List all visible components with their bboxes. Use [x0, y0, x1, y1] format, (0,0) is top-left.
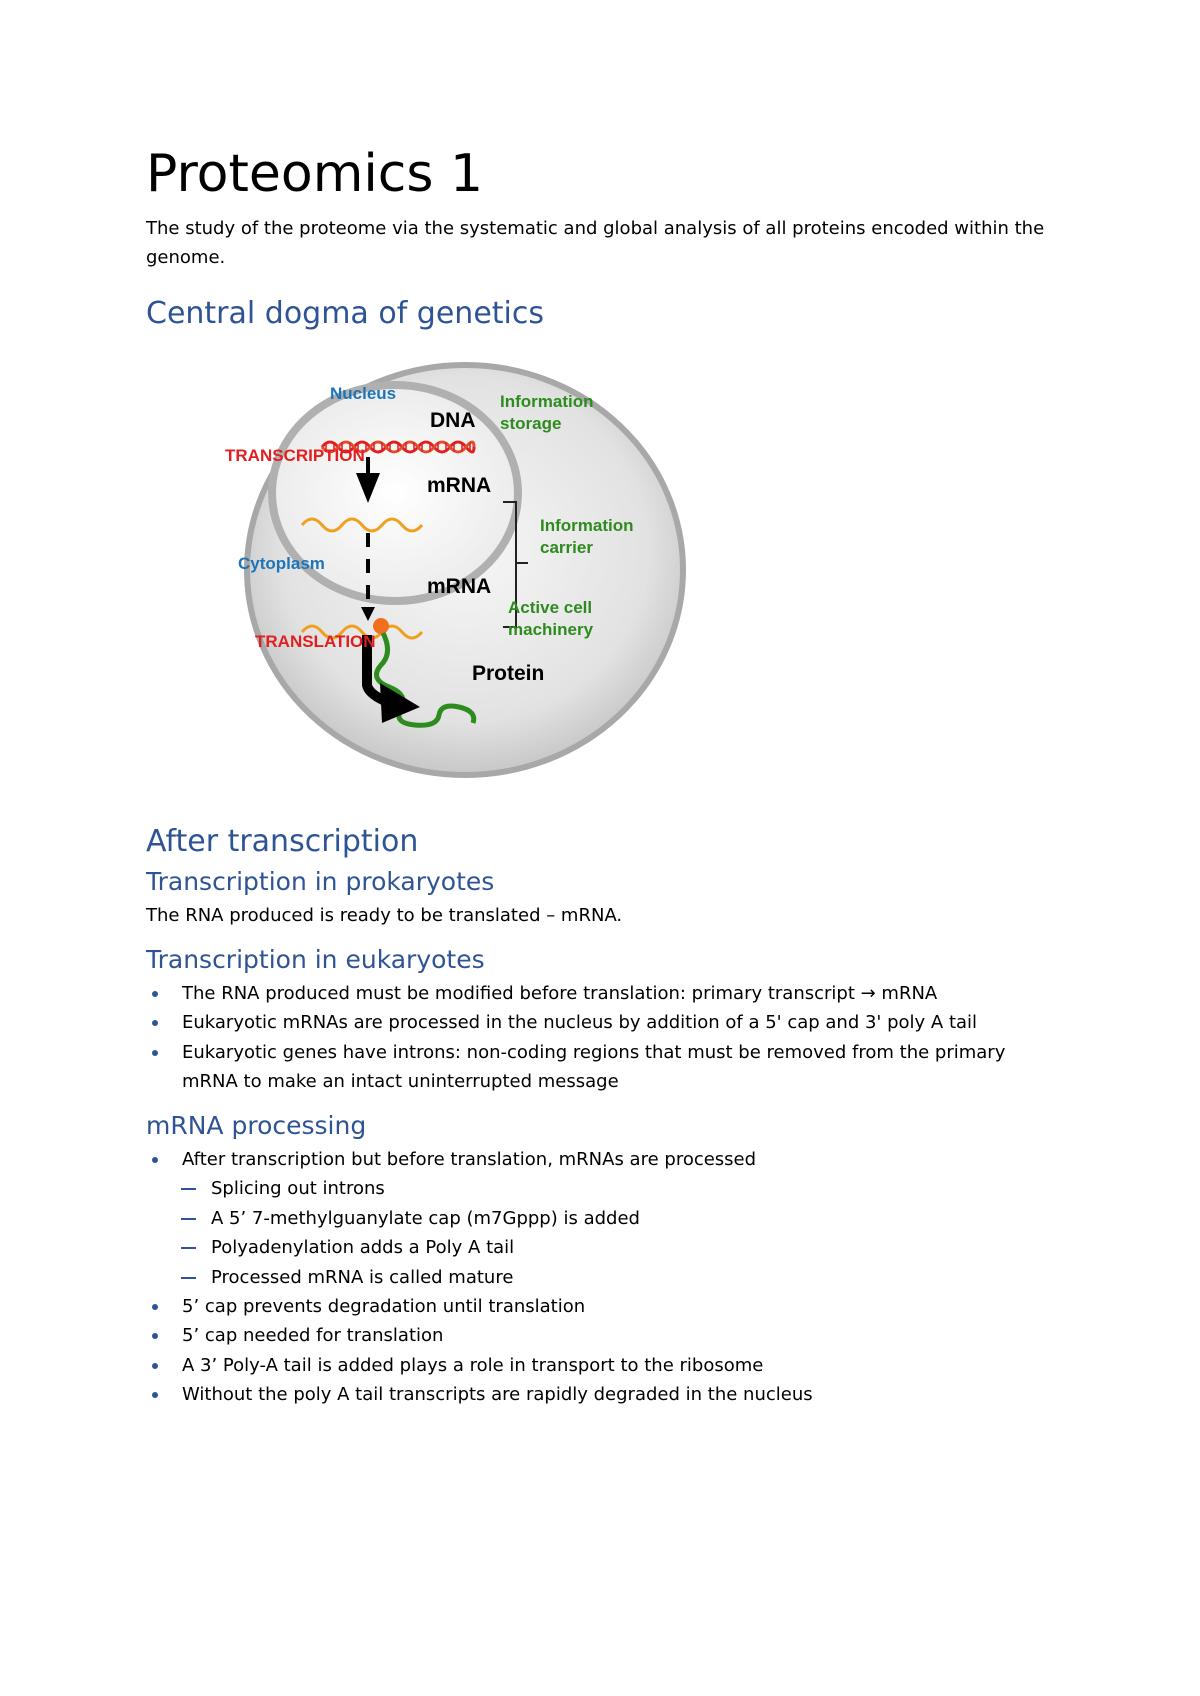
list-item: 5’ cap prevents degradation until transl… — [146, 1292, 1076, 1321]
label-translation: TRANSLATION — [255, 632, 376, 651]
ribosome-icon — [373, 618, 389, 634]
bullet-icon — [152, 1020, 158, 1027]
intro-paragraph: The study of the proteome via the system… — [146, 218, 1045, 268]
list-item: Eukaryotic genes have introns: non-codin… — [146, 1038, 1022, 1097]
label-active-cell-2: machinery — [508, 620, 594, 639]
list-item: A 3’ Poly-A tail is added plays a role i… — [146, 1351, 1076, 1380]
heading-prokaryotes: Transcription in prokaryotes — [146, 867, 495, 896]
heading-eukaryotes: Transcription in eukaryotes — [146, 945, 485, 974]
dna-helix-icon — [320, 440, 476, 454]
dash-icon — [181, 1247, 196, 1250]
sub-list-item: Polyadenylation adds a Poly A tail — [146, 1233, 1076, 1262]
label-mrna-2: mRNA — [427, 575, 491, 598]
label-mrna-1: mRNA — [427, 474, 491, 497]
label-information-carrier-2: carrier — [540, 538, 593, 557]
bullet-icon — [152, 1392, 158, 1399]
heading-mrna-processing: mRNA processing — [146, 1111, 367, 1140]
dash-icon — [181, 1276, 196, 1279]
protein-chain-icon — [374, 631, 477, 728]
label-dna: DNA — [430, 409, 476, 432]
document-title: Proteomics 1 — [146, 144, 484, 204]
dash-icon — [181, 1188, 196, 1191]
bullet-icon — [152, 1157, 158, 1163]
nucleus-membrane — [268, 381, 522, 605]
translation-arrow-icon — [380, 683, 420, 723]
bullet-icon — [152, 1049, 158, 1056]
prokaryotes-text: The RNA produced is ready to be translat… — [146, 905, 623, 926]
label-active-cell-1: Active cell — [508, 598, 592, 617]
bullet-icon — [152, 991, 158, 997]
sub-list-item: Splicing out introns — [146, 1174, 1076, 1203]
list-item: After transcription but before translati… — [146, 1145, 1076, 1174]
mrna-wave-icon-2 — [300, 624, 424, 640]
list-item: Without the poly A tail transcripts are … — [146, 1380, 1076, 1409]
label-information-storage-2: storage — [500, 414, 561, 433]
bullet-icon — [152, 1333, 158, 1340]
list-item: 5’ cap needed for translation — [146, 1321, 1076, 1350]
dash-icon — [181, 1217, 196, 1220]
mrna-processing-list: After transcription but before translati… — [146, 1145, 1076, 1410]
heading-after-transcription: After transcription — [146, 824, 419, 859]
label-information-carrier-1: Information — [540, 516, 634, 535]
label-cytoplasm: Cytoplasm — [238, 554, 325, 573]
transcription-arrow-icon — [356, 473, 380, 503]
sub-list-item: A 5’ 7-methylguanylate cap (m7Gppp) is a… — [146, 1204, 1076, 1233]
sub-list-item: Processed mRNA is called mature — [146, 1263, 1076, 1292]
list-item: The RNA produced must be modified before… — [146, 979, 1076, 1008]
bullet-icon — [152, 1304, 158, 1311]
central-dogma-diagram: Nucleus DNA TRANSCRIPTION mRNA Cytoplasm… — [225, 362, 686, 778]
bullet-icon — [152, 1362, 158, 1369]
eukaryotes-list: The RNA produced must be modified before… — [146, 979, 1076, 1097]
label-information-storage-1: Information — [500, 392, 594, 411]
mrna-wave-icon — [300, 517, 424, 533]
label-protein: Protein — [472, 662, 544, 685]
heading-central-dogma: Central dogma of genetics — [146, 296, 544, 331]
label-transcription: TRANSCRIPTION — [225, 446, 365, 465]
label-nucleus: Nucleus — [330, 384, 396, 403]
list-item: Eukaryotic mRNAs are processed in the nu… — [146, 1008, 1076, 1037]
